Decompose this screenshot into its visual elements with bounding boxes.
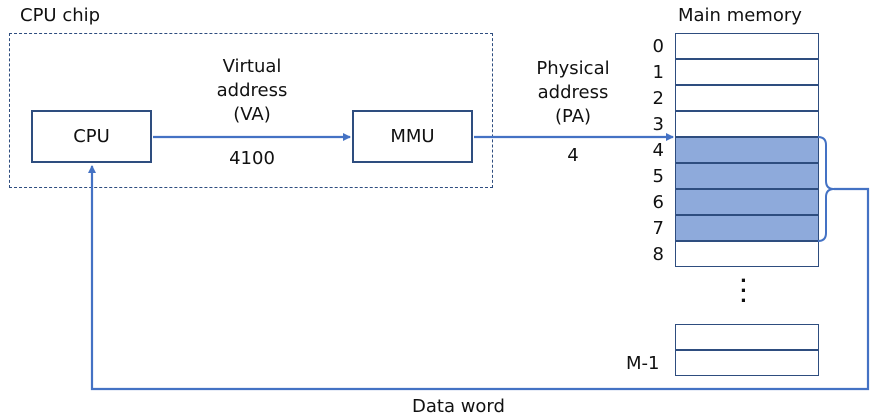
memory-address-8: 8 <box>652 244 664 265</box>
memory-cell-5 <box>675 163 819 189</box>
memory-brace <box>817 136 835 242</box>
memory-address-3: 3 <box>652 114 664 135</box>
memory-cell-1 <box>675 59 819 85</box>
virtual-address-value: 4100 <box>229 148 275 169</box>
memory-cell-m-1 <box>675 350 819 376</box>
cpu-chip-title: CPU chip <box>20 5 101 26</box>
physical-address-line2: address <box>537 82 609 103</box>
data-word-label: Data word <box>412 396 505 417</box>
virtual-address-line2: address <box>216 80 288 101</box>
virtual-address-line3: (VA) <box>233 104 271 125</box>
memory-cell-m-2 <box>675 324 819 350</box>
memory-address-5: 5 <box>652 166 664 187</box>
virtual-address-line1: Virtual <box>222 56 282 77</box>
memory-cell-8 <box>675 241 819 267</box>
memory-address-2: 2 <box>652 88 664 109</box>
virtual-address-label: Virtual address (VA) <box>200 56 304 126</box>
mmu-label: MMU <box>390 126 435 147</box>
cpu-box: CPU <box>31 110 152 163</box>
mmu-box: MMU <box>352 110 473 163</box>
memory-address-m-1: M-1 <box>626 353 660 374</box>
memory-address-4: 4 <box>652 140 664 161</box>
data-word-arrow <box>88 165 870 391</box>
memory-ellipsis: . . . <box>740 266 747 307</box>
physical-address-line3: (PA) <box>554 106 592 127</box>
memory-cell-4 <box>675 137 819 163</box>
memory-cell-0 <box>675 33 819 59</box>
memory-address-7: 7 <box>652 218 664 239</box>
physical-address-line1: Physical <box>536 58 610 79</box>
cpu-label: CPU <box>73 126 110 147</box>
main-memory-title: Main memory <box>678 5 802 26</box>
memory-address-6: 6 <box>652 192 664 213</box>
physical-address-value: 4 <box>567 145 579 166</box>
memory-cell-7 <box>675 215 819 241</box>
memory-address-0: 0 <box>652 36 664 57</box>
cpu-chip-boundary <box>9 33 493 188</box>
memory-cell-2 <box>675 85 819 111</box>
memory-address-1: 1 <box>652 62 664 83</box>
physical-address-label: Physical address (PA) <box>520 58 626 128</box>
memory-cell-3 <box>675 111 819 137</box>
memory-cell-6 <box>675 189 819 215</box>
